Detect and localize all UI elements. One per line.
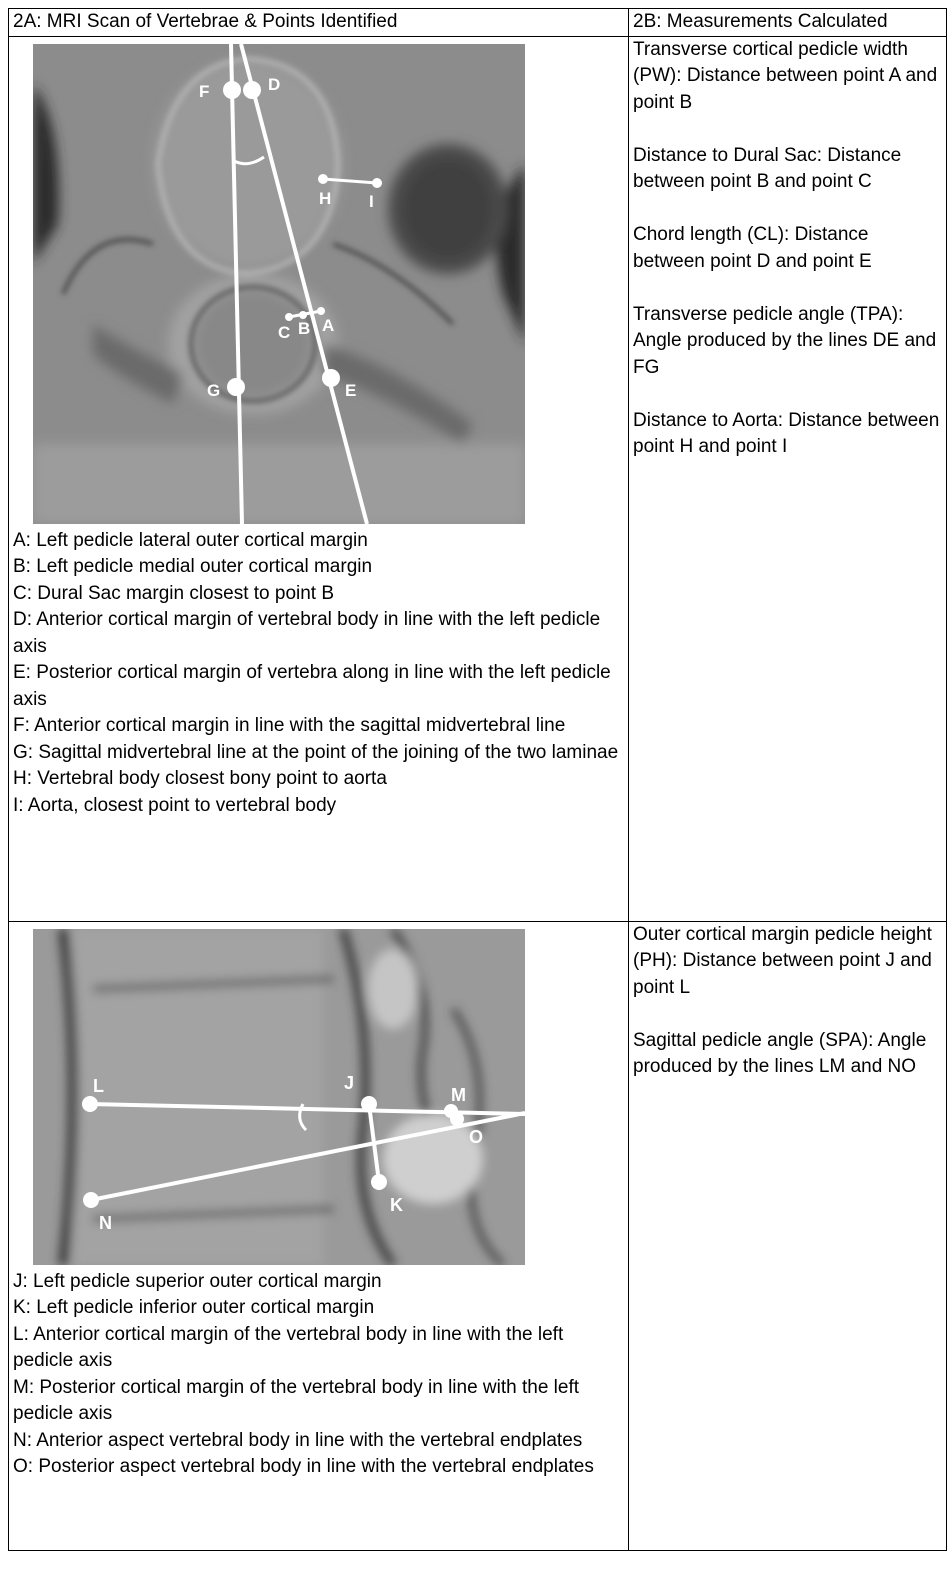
measurement-item: Chord length (CL): Distance between poin… — [633, 222, 942, 275]
point-label-F: F — [199, 82, 209, 101]
point-label-L: L — [93, 1076, 104, 1096]
point-label-I: I — [369, 192, 374, 211]
axial-measurements-cell: Transverse cortical pedicle width (PW): … — [629, 36, 947, 921]
header-right: 2B: Measurements Calculated — [629, 9, 947, 37]
legend-item: D: Anterior cortical margin of vertebral… — [13, 607, 624, 660]
legend-item: G: Sagittal midvertebral line at the poi… — [13, 740, 624, 767]
measurement-item: Outer cortical margin pedicle height (PH… — [633, 922, 942, 1002]
legend-item: H: Vertebral body closest bony point to … — [13, 766, 624, 793]
legend-item: M: Posterior cortical margin of the vert… — [13, 1375, 624, 1428]
point-label-E: E — [345, 381, 356, 400]
legend-item: N: Anterior aspect vertebral body in lin… — [13, 1428, 624, 1455]
legend-item: J: Left pedicle superior outer cortical … — [13, 1269, 624, 1296]
legend-item: B: Left pedicle medial outer cortical ma… — [13, 554, 624, 581]
legend-item: E: Posterior cortical margin of vertebra… — [13, 660, 624, 713]
legend-item: L: Anterior cortical margin of the verte… — [13, 1322, 624, 1375]
point-label-D: D — [268, 75, 280, 94]
measurement-item: Transverse pedicle angle (TPA): Angle pr… — [633, 302, 942, 382]
legend-item: C: Dural Sac margin closest to point B — [13, 581, 624, 608]
point-label-N: N — [99, 1213, 112, 1233]
axial-mri-image: F D H I C B A G E — [33, 44, 525, 524]
measurement-item: Distance to Dural Sac: Distance between … — [633, 143, 942, 196]
point-label-J: J — [344, 1073, 354, 1093]
legend-item: A: Left pedicle lateral outer cortical m… — [13, 528, 624, 555]
measurement-item: Distance to Aorta: Distance between poin… — [633, 408, 942, 461]
legend-item: K: Left pedicle inferior outer cortical … — [13, 1295, 624, 1322]
point-label-H: H — [319, 189, 331, 208]
axial-cell: F D H I C B A G E A: Left pedicle latera… — [9, 36, 629, 921]
legend-item: F: Anterior cortical margin in line with… — [13, 713, 624, 740]
point-label-A: A — [322, 316, 334, 335]
sagittal-cell: L J M O K N J: Left pedicle superior out… — [9, 921, 629, 1550]
axial-legend: A: Left pedicle lateral outer cortical m… — [13, 528, 624, 820]
sagittal-measurements-cell: Outer cortical margin pedicle height (PH… — [629, 921, 947, 1550]
header-left: 2A: MRI Scan of Vertebrae & Points Ident… — [9, 9, 629, 37]
point-label-B: B — [298, 319, 310, 338]
point-label-G: G — [207, 381, 220, 400]
point-label-C: C — [278, 323, 290, 342]
point-label-M: M — [451, 1085, 466, 1105]
legend-item: O: Posterior aspect vertebral body in li… — [13, 1454, 624, 1481]
figure-table: 2A: MRI Scan of Vertebrae & Points Ident… — [8, 8, 947, 1551]
sagittal-legend: J: Left pedicle superior outer cortical … — [13, 1269, 624, 1481]
point-label-K: K — [390, 1195, 403, 1215]
sagittal-mri-image: L J M O K N — [33, 929, 525, 1265]
legend-item: I: Aorta, closest point to vertebral bod… — [13, 793, 624, 820]
measurement-item: Transverse cortical pedicle width (PW): … — [633, 37, 942, 117]
point-label-O: O — [469, 1127, 483, 1147]
measurement-item: Sagittal pedicle angle (SPA): Angle prod… — [633, 1028, 942, 1081]
